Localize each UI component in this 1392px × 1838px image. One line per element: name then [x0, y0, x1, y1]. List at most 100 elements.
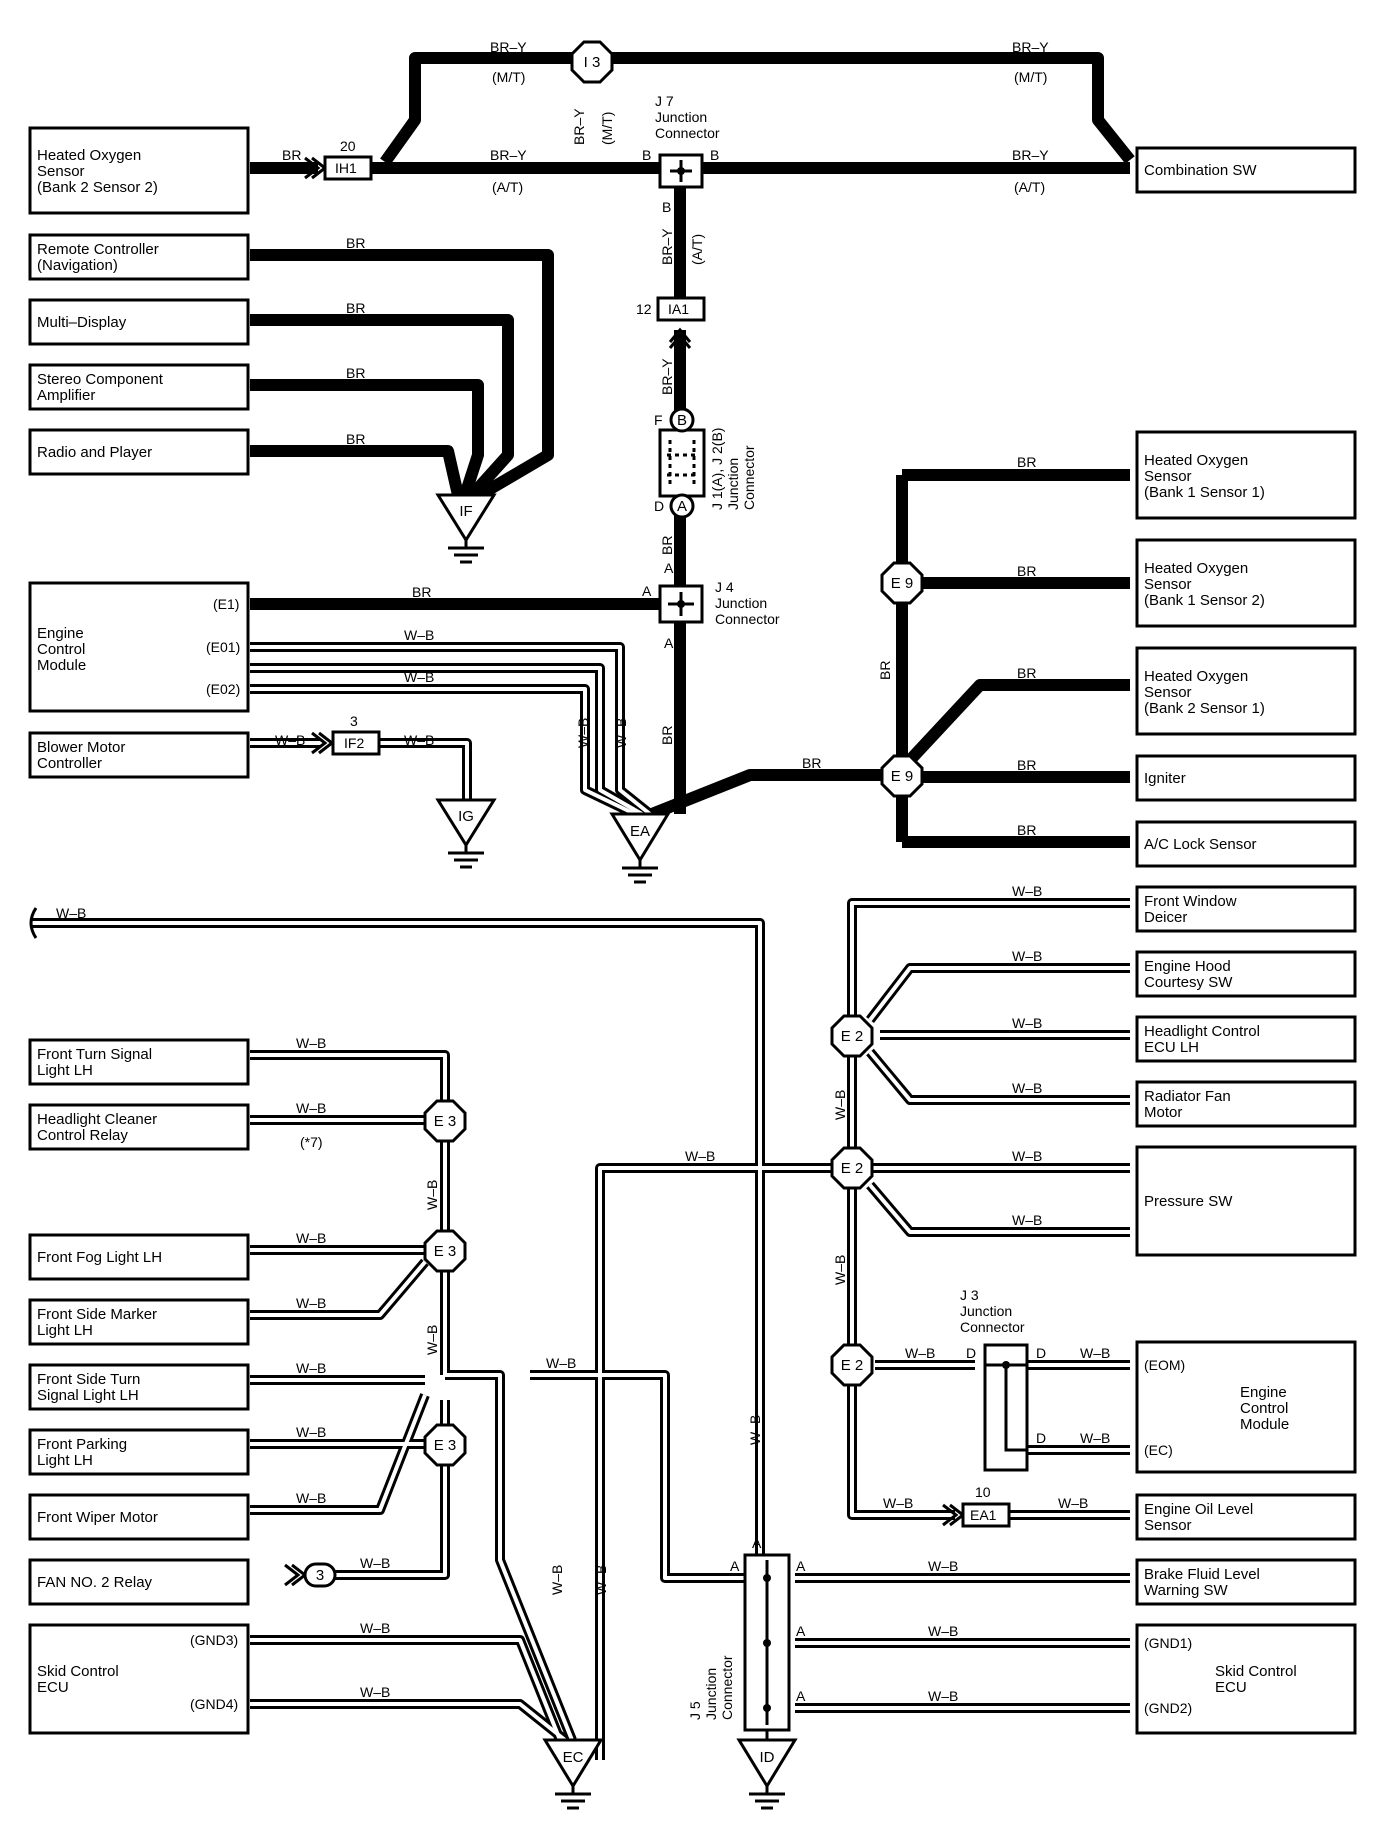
pin-gnd2: (GND2): [1144, 1700, 1192, 1716]
pin-e02: (E02): [206, 681, 240, 697]
svg-text:A: A: [796, 1558, 806, 1574]
hub-c3: 3: [303, 1562, 337, 1588]
svg-text:A: A: [730, 1558, 740, 1574]
ground-ea-icon: EA: [609, 812, 671, 884]
ho-b1s1-box: [1135, 430, 1357, 520]
svg-text:BR–Y: BR–Y: [659, 228, 675, 265]
svg-text:IG: IG: [458, 808, 474, 825]
svg-text:A: A: [796, 1688, 806, 1704]
svg-text:W–B: W–B: [928, 1623, 958, 1639]
multi-label: Multi–Display: [37, 314, 127, 331]
ecm-right-box: [1135, 1340, 1357, 1474]
svg-text:D: D: [1036, 1430, 1046, 1446]
combo-box: [1135, 146, 1357, 194]
ecm-left-box: [28, 581, 250, 713]
ho-b2s1-box: [1135, 646, 1357, 736]
svg-text:W–B: W–B: [296, 1230, 326, 1246]
svg-text:(A/T): (A/T): [1014, 179, 1045, 195]
ffog-box: [28, 1233, 250, 1281]
svg-text:W–B: W–B: [360, 1555, 390, 1571]
svg-text:BR–Y: BR–Y: [1012, 39, 1049, 55]
svg-text:W–B: W–B: [275, 732, 305, 748]
hlecu-box: [1135, 1015, 1357, 1063]
svg-text:W–B: W–B: [404, 669, 434, 685]
pin-gnd4: (GND4): [190, 1696, 238, 1712]
radfan-box: [1135, 1080, 1357, 1128]
svg-text:E 9: E 9: [891, 575, 914, 592]
svg-text:F: F: [654, 412, 663, 428]
fwd-box: [1135, 885, 1357, 933]
svg-text:W–B: W–B: [296, 1490, 326, 1506]
hub-e2-3: E 2: [830, 1343, 874, 1387]
skid-right-box: [1135, 1623, 1357, 1735]
radio-box: [28, 428, 250, 476]
svg-text:BR: BR: [346, 431, 365, 447]
svg-text:B: B: [677, 412, 687, 429]
j12-b-marker: [669, 407, 695, 433]
oillevel-box: [1135, 1493, 1357, 1541]
svg-text:W–B: W–B: [593, 1565, 609, 1595]
fwiper-label: Front Wiper Motor: [37, 1509, 158, 1526]
svg-text:W–B: W–B: [747, 1415, 763, 1445]
svg-text:W–B: W–B: [1012, 1212, 1042, 1228]
pressure-label: Pressure SW: [1144, 1193, 1233, 1210]
terminal-letters: B B B F D A A A D D D A A A A A: [642, 147, 1046, 1704]
svg-text:W–B: W–B: [424, 1325, 440, 1355]
inline-connectors: IH1 20 IA1 12 IF2 3 EA1 10: [284, 138, 1011, 1587]
svg-text:W–B: W–B: [404, 627, 434, 643]
svg-text:W–B: W–B: [832, 1090, 848, 1120]
svg-text:W–B: W–B: [1080, 1430, 1110, 1446]
svg-text:W–B: W–B: [404, 732, 434, 748]
aclock-box: [1135, 820, 1357, 868]
hub-e3-1: E 3: [423, 1099, 467, 1143]
svg-text:W–B: W–B: [1058, 1495, 1088, 1511]
svg-text:W–B: W–B: [928, 1688, 958, 1704]
fwiper-box: [28, 1493, 250, 1541]
remote-label: Remote Controller(Navigation): [37, 241, 159, 274]
ea1-number: 10: [975, 1484, 991, 1500]
svg-text:A: A: [752, 1535, 762, 1551]
if2-connector: [331, 730, 381, 756]
svg-text:W–B: W–B: [1012, 1015, 1042, 1031]
svg-text:B: B: [710, 147, 719, 163]
fsidemk-box: [28, 1298, 250, 1346]
svg-text:W–B: W–B: [928, 1558, 958, 1574]
svg-text:(M/T): (M/T): [492, 69, 525, 85]
svg-text:BR: BR: [1017, 822, 1036, 838]
svg-text:D: D: [1036, 1345, 1046, 1361]
ia1-arrow-icon: [668, 327, 692, 349]
svg-text:W–B: W–B: [575, 718, 591, 748]
svg-text:(M/T): (M/T): [1014, 69, 1047, 85]
svg-text:W–B: W–B: [296, 1295, 326, 1311]
svg-text:W–B: W–B: [424, 1180, 440, 1210]
svg-text:BR: BR: [802, 755, 821, 771]
svg-text:BR–Y: BR–Y: [490, 147, 527, 163]
svg-text:(*7): (*7): [300, 1134, 323, 1150]
svg-text:BR: BR: [1017, 454, 1036, 470]
svg-text:W–B: W–B: [905, 1345, 935, 1361]
radio-label: Radio and Player: [37, 444, 152, 461]
svg-text:EC: EC: [563, 1749, 584, 1766]
svg-text:E 2: E 2: [841, 1357, 864, 1374]
hub-e9-bottom: E 9: [880, 754, 924, 798]
svg-text:W–B: W–B: [1012, 1148, 1042, 1164]
svg-text:A: A: [677, 498, 687, 515]
pin-e1: (E1): [213, 596, 239, 612]
svg-text:W–B: W–B: [360, 1620, 390, 1636]
svg-text:BR: BR: [1017, 757, 1036, 773]
svg-text:BR: BR: [412, 584, 431, 600]
svg-text:BR: BR: [659, 726, 675, 745]
component-boxes: [28, 126, 1357, 1735]
svg-text:W–B: W–B: [296, 1100, 326, 1116]
svg-text:BR: BR: [659, 536, 675, 555]
